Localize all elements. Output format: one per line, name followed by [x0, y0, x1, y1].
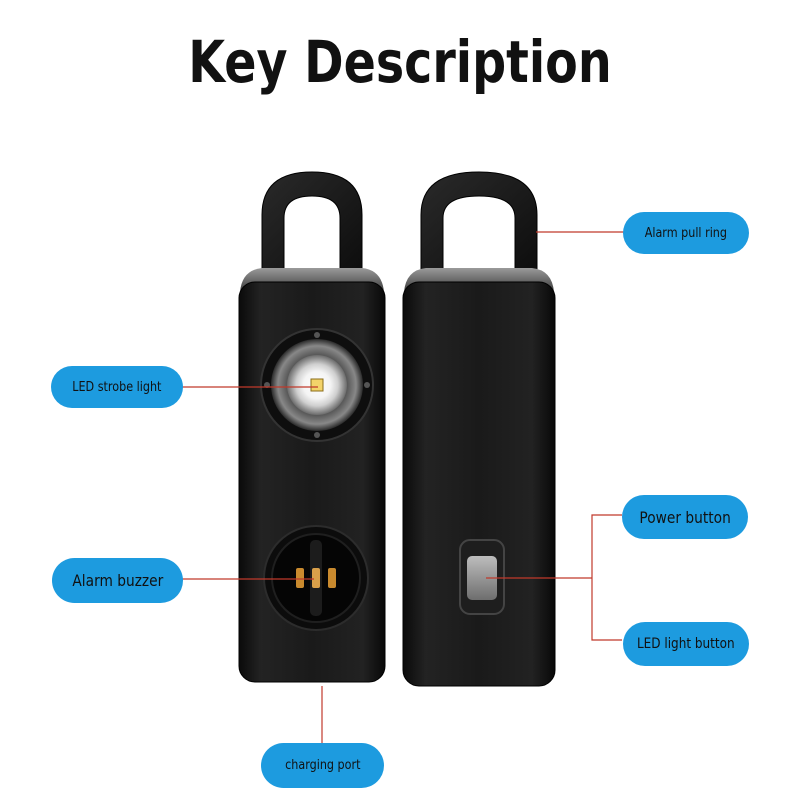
alarm-buzzer — [263, 525, 369, 631]
callout-label: Alarm buzzer — [72, 571, 163, 590]
callout-label: LED light button — [637, 636, 735, 652]
callout-led-strobe-light: LED strobe light — [51, 366, 183, 408]
page-title: Key Description — [188, 28, 612, 96]
callout-alarm-buzzer: Alarm buzzer — [52, 558, 183, 603]
callout-label: charging port — [284, 758, 361, 773]
callout-label: Alarm pull ring — [644, 225, 728, 241]
led-strobe-light — [260, 328, 374, 442]
callout-alarm-pull-ring: Alarm pull ring — [623, 212, 749, 254]
power-led-buttons — [459, 539, 505, 615]
pull-ring-back — [420, 171, 538, 273]
leader-lines — [182, 231, 624, 744]
callout-led-light-button: LED light button — [623, 622, 749, 666]
device-front — [238, 171, 386, 683]
pull-ring-front — [261, 171, 363, 273]
callout-power-button: Power button — [622, 495, 748, 539]
callout-charging-port: charging port — [261, 743, 384, 788]
callout-label: Power button — [639, 507, 731, 527]
callout-label: LED strobe light — [72, 379, 162, 395]
device-back — [402, 171, 556, 687]
